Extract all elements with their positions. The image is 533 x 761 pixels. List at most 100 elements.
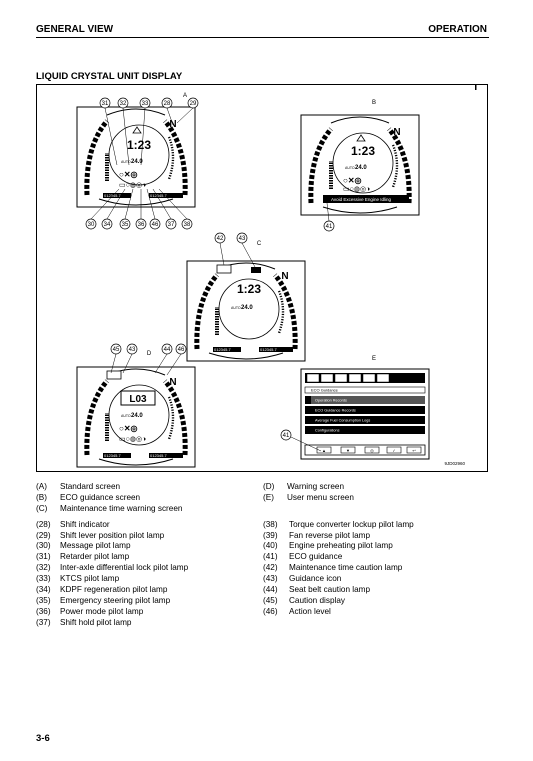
svg-text:1:23: 1:23 bbox=[351, 144, 375, 158]
legend-item: (38)Torque converter lockup pilot lamp bbox=[263, 519, 414, 529]
svg-text:31: 31 bbox=[102, 101, 109, 107]
panel-label-d: D bbox=[147, 351, 152, 357]
svg-text:▭○◍◎◑: ▭○◍◎◑ bbox=[343, 186, 370, 193]
svg-text:46: 46 bbox=[178, 347, 185, 353]
legend-item: (35)Emergency steering pilot lamp bbox=[36, 595, 171, 605]
legend-item: (44)Seat belt caution lamp bbox=[263, 585, 371, 595]
legend-item: (30)Message pilot lamp bbox=[36, 541, 131, 551]
svg-text:○✕◎: ○✕◎ bbox=[119, 424, 138, 433]
callout-46-d: 46 bbox=[166, 343, 187, 376]
callout-34: 34 bbox=[101, 218, 113, 230]
svg-text:L03: L03 bbox=[129, 394, 147, 405]
svg-text:44: 44 bbox=[164, 347, 171, 353]
svg-text:N: N bbox=[169, 377, 176, 388]
svg-text:012345.7: 012345.7 bbox=[150, 193, 167, 198]
svg-text:✓: ✓ bbox=[392, 448, 395, 453]
svg-text:34: 34 bbox=[104, 222, 111, 228]
svg-text:AUTO: AUTO bbox=[121, 414, 131, 418]
legend-item: (36)Power mode pilot lamp bbox=[36, 606, 144, 616]
svg-text:ECO Guidance: ECO Guidance bbox=[311, 388, 339, 393]
legend: (A)Standard screen (B)ECO guidance scree… bbox=[36, 482, 488, 629]
panel-b: B N 1:23 24.0 AUTO ○✕◎ ▭○◍◎◑ Avoid Exces… bbox=[301, 100, 419, 232]
legend-lamps-right: (38)Torque converter lockup pilot lamp (… bbox=[263, 520, 414, 629]
svg-text:○✕◎: ○✕◎ bbox=[343, 176, 362, 185]
legend-item: (43)Guidance icon bbox=[263, 574, 342, 584]
svg-text:30: 30 bbox=[88, 222, 95, 228]
svg-text:41: 41 bbox=[283, 433, 290, 439]
svg-text:37: 37 bbox=[168, 222, 175, 228]
callout-35: 35 bbox=[119, 218, 131, 230]
legend-item: (45)Caution display bbox=[263, 595, 345, 605]
svg-text:33: 33 bbox=[142, 101, 149, 107]
legend-item: (C)Maintenance time warning screen bbox=[36, 503, 183, 513]
callout-30: 30 bbox=[85, 218, 97, 230]
callout-41-b: 41 bbox=[323, 202, 335, 232]
svg-text:35: 35 bbox=[122, 222, 129, 228]
panel-c: C N 1:23 24.0 AUTO 012345.7 012345.7 42 … bbox=[187, 232, 305, 361]
svg-text:AUTO: AUTO bbox=[345, 166, 355, 170]
legend-lamps-left: (28)Shift indicator (29)Shift lever posi… bbox=[36, 520, 263, 629]
figure-code: 9JD02960 bbox=[444, 461, 465, 466]
panel-e: E ECO Guidance Operation Records ECO Gui… bbox=[280, 356, 430, 460]
legend-item: (29)Shift lever position pilot lamp bbox=[36, 530, 165, 540]
callout-38: 38 bbox=[181, 218, 193, 230]
legend-item: (32)Inter-axle differential lock pilot l… bbox=[36, 563, 189, 573]
svg-text:N: N bbox=[281, 271, 288, 282]
lcd-figure: A N 1:23 24.0 AUTO ○✕◎ ▭○◍◎◑ 012345.7 01… bbox=[37, 85, 477, 473]
callout-28: 28 bbox=[161, 97, 174, 126]
legend-item: (39)Fan reverse pilot lamp bbox=[263, 530, 370, 540]
svg-text:Average Fuel Consumption Logs: Average Fuel Consumption Logs bbox=[315, 419, 370, 423]
svg-text:1:23: 1:23 bbox=[237, 282, 261, 296]
callout-45: 45 bbox=[110, 343, 122, 374]
svg-text:46: 46 bbox=[152, 222, 159, 228]
svg-text:▭○◍◎◑: ▭○◍◎◑ bbox=[119, 436, 146, 443]
svg-text:012345.7: 012345.7 bbox=[104, 453, 121, 458]
legend-item: (B)ECO guidance screen bbox=[36, 492, 141, 502]
panel-a: A N 1:23 24.0 AUTO ○✕◎ ▭○◍◎◑ 012345.7 01… bbox=[77, 93, 199, 230]
svg-text:N: N bbox=[393, 127, 400, 138]
legend-item: (34)KDPF regeneration pilot lamp bbox=[36, 585, 168, 595]
svg-text:24.0: 24.0 bbox=[131, 159, 143, 165]
svg-text:012345.7: 012345.7 bbox=[150, 453, 167, 458]
svg-text:Operation Records: Operation Records bbox=[315, 399, 347, 403]
svg-text:Configurations: Configurations bbox=[315, 429, 340, 433]
svg-text:36: 36 bbox=[138, 222, 145, 228]
svg-text:24.0: 24.0 bbox=[355, 165, 367, 171]
legend-item: (D)Warning screen bbox=[263, 482, 345, 491]
svg-text:41: 41 bbox=[326, 224, 333, 230]
legend-item: (28)Shift indicator bbox=[36, 519, 110, 529]
header-rule bbox=[36, 37, 489, 38]
svg-text:1:23: 1:23 bbox=[127, 138, 151, 152]
callout-29: 29 bbox=[176, 97, 199, 124]
svg-text:012345.7: 012345.7 bbox=[214, 347, 231, 352]
legend-item: (41)ECO guidance bbox=[263, 552, 343, 562]
callout-44: 44 bbox=[154, 343, 173, 374]
callout-42: 42 bbox=[214, 232, 226, 266]
svg-text:24.0: 24.0 bbox=[241, 305, 253, 311]
callout-32: 32 bbox=[117, 97, 130, 166]
figure-box: A N 1:23 24.0 AUTO ○✕◎ ▭○◍◎◑ 012345.7 01… bbox=[36, 84, 488, 472]
panel-label-b: B bbox=[372, 100, 376, 106]
svg-text:32: 32 bbox=[120, 101, 127, 107]
svg-text:012345.7: 012345.7 bbox=[260, 347, 277, 352]
callout-43-c: 43 bbox=[236, 232, 256, 268]
legend-item: (A)Standard screen bbox=[36, 482, 121, 491]
svg-text:▭○◍◎◑: ▭○◍◎◑ bbox=[119, 182, 146, 189]
header-right: OPERATION bbox=[428, 24, 487, 35]
svg-text:▲: ▲ bbox=[322, 448, 326, 453]
callout-41-e: 41 bbox=[280, 429, 322, 452]
panel-label-c: C bbox=[257, 241, 262, 247]
panel-label-e: E bbox=[372, 356, 376, 362]
svg-text:28: 28 bbox=[164, 101, 171, 107]
svg-text:AUTO: AUTO bbox=[121, 160, 131, 164]
panel-label-a: A bbox=[183, 93, 187, 99]
svg-text:45: 45 bbox=[113, 347, 120, 353]
legend-item: (42)Maintenance time caution lamp bbox=[263, 563, 403, 573]
svg-text:24.0: 24.0 bbox=[131, 413, 143, 419]
svg-text:↩: ↩ bbox=[412, 448, 416, 453]
svg-text:43: 43 bbox=[239, 236, 246, 242]
callout-46: 46 bbox=[149, 218, 161, 230]
callout-33: 33 bbox=[139, 97, 151, 166]
svg-text:▼: ▼ bbox=[346, 448, 350, 453]
svg-text:AUTO: AUTO bbox=[231, 306, 241, 310]
